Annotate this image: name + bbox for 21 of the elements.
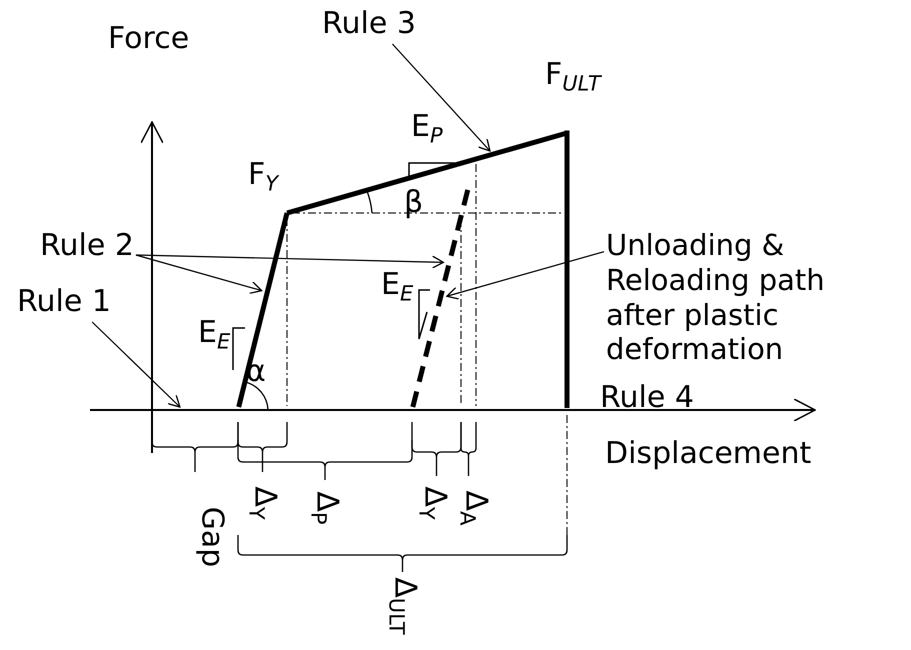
ultimate-drop-line: [564, 130, 570, 408]
callout-text: Unloading & Reloading path after plastic deformation: [606, 228, 844, 368]
callout-text: Rule 2: [40, 228, 134, 264]
leader-arrow: [92, 322, 181, 408]
elastic-branch-line: [236, 212, 290, 408]
axis-title: Displacement: [605, 437, 812, 472]
leader-arrow: [136, 254, 262, 294]
elastic-stiffness-label: E$_{E}$: [198, 316, 230, 354]
plastic-stiffness-label: E$_{P}$: [411, 110, 443, 148]
callout-text: Rule 1: [17, 284, 111, 320]
leader-arrow: [136, 254, 444, 269]
elastic-stiffness-label: E$_{E}$: [381, 268, 414, 306]
ultimate-force-label: F$_{ULT}$: [545, 58, 601, 96]
leader-arrow: [446, 251, 604, 300]
callout-text: Rule 3: [322, 6, 416, 42]
gap-label: Gap: [194, 506, 228, 568]
axis-title: Force: [108, 22, 190, 56]
yield-force-label: F$_{Y}$: [248, 158, 278, 196]
rule-label: Rule 4: [600, 381, 694, 416]
leader-arrow: [392, 44, 491, 152]
angle-label: β: [404, 186, 424, 220]
